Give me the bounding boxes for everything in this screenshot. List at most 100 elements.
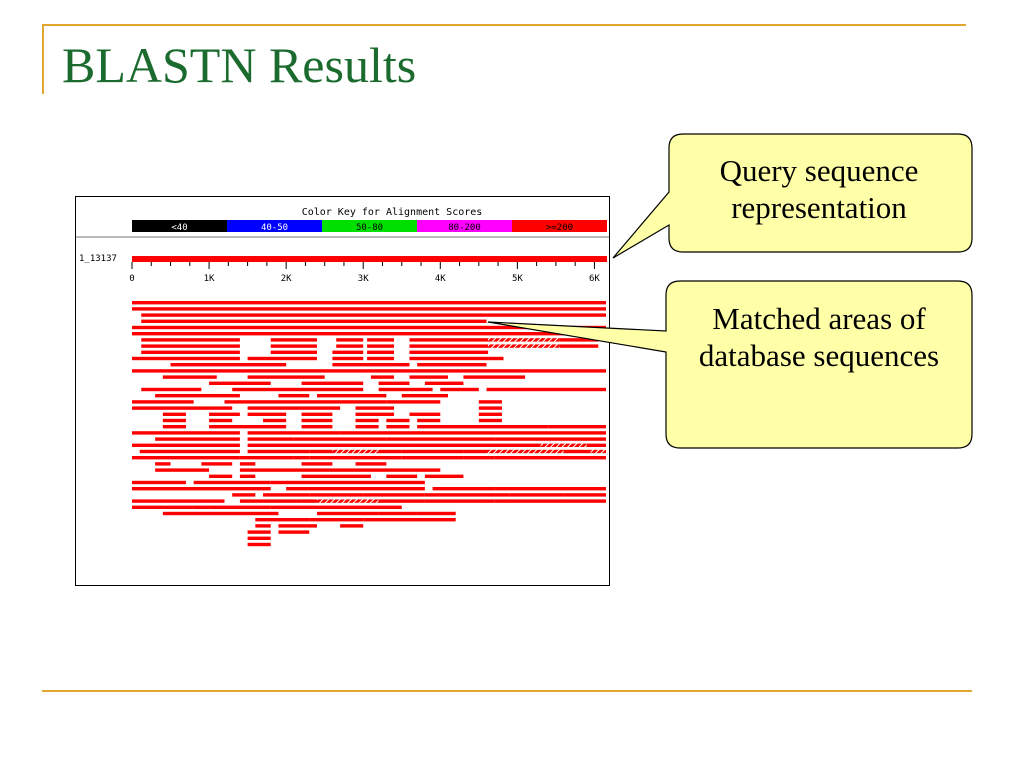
hit-segment [540, 443, 587, 447]
hit-segment [132, 369, 606, 373]
hit-segment [417, 511, 456, 516]
hit-segment [463, 449, 487, 454]
hit-segment [141, 344, 240, 348]
hit-segment [316, 499, 379, 503]
color-key-label-2: 50-80 [356, 223, 383, 233]
hit-segment [132, 406, 233, 410]
hit-segment [478, 412, 502, 416]
color-key-swatch-1 [227, 220, 322, 232]
hit-segment [332, 449, 379, 454]
hit-segment [301, 425, 333, 429]
hit-segment [270, 350, 317, 354]
hit-segment [309, 493, 364, 497]
hit-segment [355, 418, 379, 423]
hit-segment [132, 325, 606, 330]
hit-segment [355, 412, 395, 416]
hit-segment [486, 449, 564, 454]
hit-segment [293, 456, 310, 460]
hit-segment [239, 462, 256, 466]
hit-segment [132, 400, 194, 404]
hit-segment [132, 332, 606, 336]
hit-segment [141, 387, 202, 392]
hit-alignments [132, 301, 606, 547]
hit-segment [409, 468, 441, 472]
hit-segment [247, 406, 341, 410]
hit-segment [424, 493, 487, 497]
hit-segment [401, 394, 448, 398]
callout-matched-text: Matched areas of database sequences [698, 301, 940, 374]
hit-segment [286, 487, 425, 491]
hit-segment [486, 443, 541, 447]
color-key-swatch-0 [132, 220, 227, 232]
hit-segment [247, 431, 341, 435]
hit-segment [209, 412, 240, 416]
ruler-label-6K: 6K [589, 274, 600, 284]
hit-segment [355, 425, 379, 429]
hit-segment [224, 400, 387, 404]
hit-segment [386, 418, 410, 423]
hit-segment [332, 350, 364, 354]
hit-segment [463, 375, 526, 379]
hit-segment [293, 437, 387, 441]
color-key-swatch-4 [512, 220, 607, 232]
color-key-title: Color Key for Alignment Scores [302, 207, 483, 218]
hit-segment [162, 412, 186, 416]
hit-segment [132, 356, 240, 361]
hit-segment [332, 356, 364, 361]
hit-segment [386, 400, 441, 404]
hit-segment [309, 518, 364, 522]
hit-segment [139, 449, 240, 454]
color-key-swatch-2 [322, 220, 417, 232]
hit-segment [316, 511, 379, 516]
hit-segment [486, 493, 510, 497]
hit-segment [301, 462, 333, 466]
hit-segment [209, 418, 233, 423]
hit-segment [340, 431, 487, 435]
hit-segment [363, 493, 425, 497]
hit-segment [255, 518, 310, 522]
hit-segment [247, 443, 317, 447]
hit-segment [132, 456, 240, 460]
hit-segment [239, 456, 294, 460]
hit-segment [590, 449, 606, 454]
hit-segment [401, 456, 464, 460]
hit-segment [355, 462, 387, 466]
hit-segment [409, 344, 489, 348]
hit-segment [370, 375, 395, 379]
hit-segment [316, 443, 410, 447]
hit-segment [478, 406, 502, 410]
hit-segment [239, 474, 256, 478]
hit-segment [559, 344, 599, 348]
hit-segment [478, 400, 502, 404]
hit-segment [201, 462, 233, 466]
hit-segment [417, 418, 441, 423]
hit-segment [417, 363, 487, 367]
hit-segment [270, 505, 402, 509]
hit-segment [486, 431, 606, 435]
hit-segment [132, 443, 240, 447]
color-key-label-4: >=200 [546, 223, 573, 233]
color-key-label-3: 80-200 [448, 223, 481, 233]
ruler-label-4K: 4K [435, 274, 446, 284]
hit-segment [247, 449, 310, 454]
hit-segment [378, 499, 425, 503]
hit-segment [486, 313, 606, 317]
color-key-label-0: <40 [171, 223, 187, 233]
hit-segment [559, 338, 599, 342]
hit-segment [509, 493, 564, 497]
hit-segment [270, 338, 317, 342]
hit-segment [336, 344, 364, 348]
hit-segment [247, 356, 317, 361]
hit-segment [132, 301, 606, 305]
hit-segment [336, 338, 364, 342]
hit-segment [586, 443, 606, 447]
hit-segment [247, 542, 271, 547]
hit-segment [162, 425, 186, 429]
hit-segment [494, 456, 606, 460]
hit-segment [309, 456, 402, 460]
accent-bottom-line [42, 690, 972, 692]
hit-segment [409, 412, 441, 416]
hit-segment [386, 437, 495, 441]
